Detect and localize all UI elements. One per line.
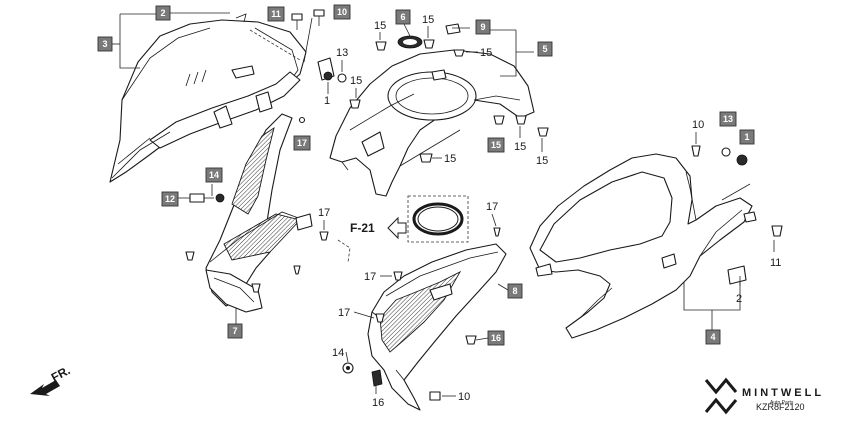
svg-text:17: 17	[297, 138, 307, 148]
callout-13: 13	[719, 111, 737, 127]
label-17: 17	[338, 307, 350, 319]
callout-5: 5	[537, 41, 553, 57]
front-direction-indicator: FR.	[30, 363, 72, 396]
callout-7: 7	[227, 323, 243, 339]
svg-text:13: 13	[723, 114, 733, 124]
label-15: 15	[514, 141, 526, 153]
svg-text:11: 11	[271, 9, 281, 19]
watermark-name: MINTWELL	[742, 387, 824, 399]
svg-text:6: 6	[400, 12, 405, 22]
svg-text:12: 12	[165, 194, 175, 204]
label-14: 14	[332, 347, 344, 359]
label-11: 11	[770, 257, 781, 269]
tank-cover	[329, 49, 535, 197]
callout-1: 1	[739, 129, 755, 145]
callout-4: 4	[705, 329, 721, 345]
svg-text:9: 9	[480, 22, 485, 32]
label-16: 16	[372, 397, 384, 409]
front-side-cowl	[109, 13, 335, 183]
callout-11: 11	[267, 6, 285, 22]
f21-arrow-icon	[387, 216, 407, 240]
svg-text:7: 7	[232, 326, 237, 336]
label-15: 15	[444, 153, 456, 165]
front-arrow-icon	[30, 380, 60, 396]
plain-labels: 13 1 15 15 15 15 15 15 15 17 17 17 17 14…	[318, 14, 781, 409]
svg-text:5: 5	[542, 44, 547, 54]
callout-14: 14	[205, 167, 223, 183]
boxed-callouts: 2 3 11 10 6 9 5 17 14 12 7 15 13 1 8 16 …	[97, 4, 755, 346]
right-side-cover	[529, 153, 757, 339]
label-15: 15	[422, 14, 434, 26]
callout-16: 16	[487, 330, 505, 346]
callout-12: 12	[161, 191, 179, 207]
fasteners	[185, 9, 783, 401]
svg-text:3: 3	[102, 39, 107, 49]
label-17: 17	[486, 201, 498, 213]
clip-9	[445, 23, 461, 35]
callout-8: 8	[507, 283, 523, 299]
lower-side-cover	[367, 243, 507, 411]
callout-2: 2	[155, 5, 171, 21]
label-10: 10	[692, 119, 704, 131]
svg-text:8: 8	[512, 286, 517, 296]
svg-text:4: 4	[710, 332, 715, 342]
callout-9: 9	[475, 19, 491, 35]
label-15: 15	[350, 75, 362, 87]
label-17: 17	[364, 271, 376, 283]
callout-10: 10	[333, 4, 351, 20]
callout-6: 6	[395, 9, 411, 25]
label-15: 15	[536, 155, 548, 167]
svg-text:15: 15	[491, 140, 501, 150]
callout-17: 17	[293, 135, 311, 151]
label-10: 10	[458, 391, 470, 403]
svg-text:1: 1	[744, 132, 749, 142]
svg-text:2: 2	[160, 8, 165, 18]
leader-lines	[112, 12, 775, 330]
diagram-code: KZR8F2120	[756, 402, 805, 412]
label-17: 17	[318, 207, 330, 219]
svg-text:16: 16	[491, 333, 501, 343]
svg-text:10: 10	[337, 7, 347, 17]
label-2: 2	[736, 293, 742, 305]
svg-text:14: 14	[209, 170, 219, 180]
callout-3: 3	[97, 36, 113, 52]
label-13: 13	[336, 47, 348, 59]
mintwell-logo-icon	[704, 377, 738, 415]
label-leaders	[323, 26, 697, 397]
label-15: 15	[480, 47, 492, 59]
f21-reference-label: F-21	[350, 221, 375, 235]
callout-15: 15	[487, 137, 505, 153]
inner-panel	[205, 113, 313, 335]
label-15: 15	[374, 20, 386, 32]
front-direction-label: FR.	[49, 363, 73, 384]
watermark-subtitle: Auto Parts	[770, 400, 794, 406]
grommet-ring	[397, 35, 423, 49]
label-1: 1	[324, 95, 330, 107]
mintwell-watermark: MINTWELL Auto Parts	[704, 377, 824, 415]
f21-reference: F-21	[337, 195, 469, 263]
